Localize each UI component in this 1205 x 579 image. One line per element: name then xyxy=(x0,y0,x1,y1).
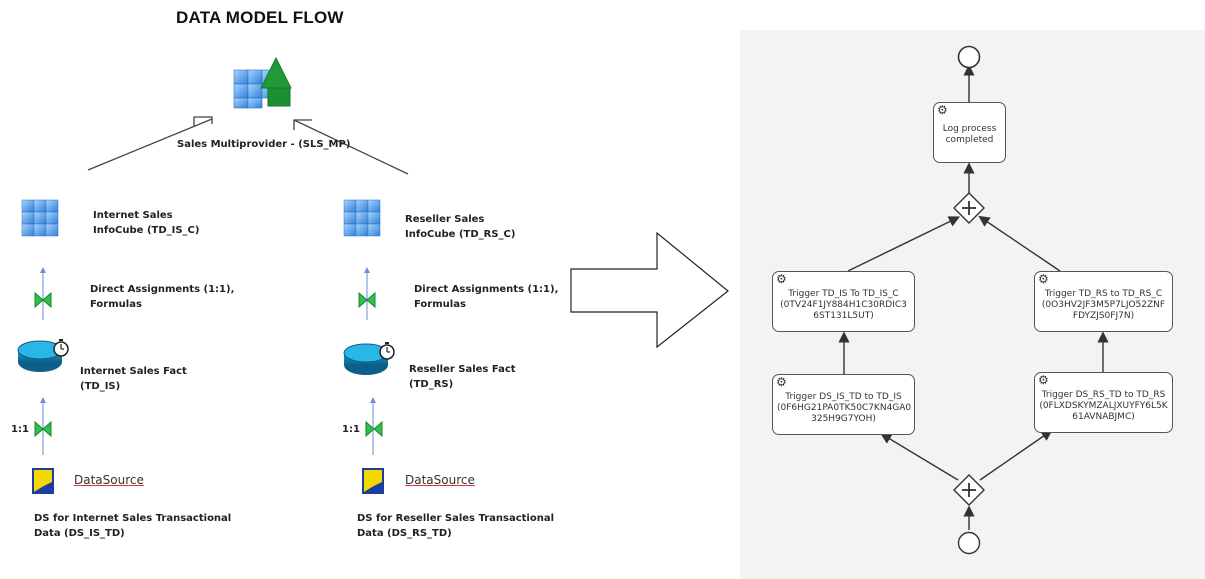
multiprovider-connectors xyxy=(87,116,409,175)
reseller-fact-label: Reseller Sales Fact (TD_RS) xyxy=(409,362,516,392)
task-trigger-ds-is[interactable]: ⚙ Trigger DS_IS_TD to TD_IS (0F6HG21PA0T… xyxy=(772,374,915,435)
start-event[interactable] xyxy=(957,531,981,555)
ratio-label: 1:1 xyxy=(11,424,29,435)
label-line: Formulas xyxy=(90,299,142,310)
multiprovider-label: Sales Multiprovider - (SLS_MP) xyxy=(177,139,351,150)
task-text: completed xyxy=(945,135,994,145)
reseller-ds-label: DS for Reseller Sales Transactional Data… xyxy=(357,511,554,541)
clock-icon xyxy=(379,342,395,360)
label-line: (TD_RS) xyxy=(409,379,454,390)
task-text: FDYZJS0FJ7N) xyxy=(1072,311,1135,321)
task-text: 325H9G7YOH) xyxy=(811,414,876,424)
gear-icon: ⚙ xyxy=(776,375,787,389)
task-text: Trigger DS_IS_TD to TD_IS xyxy=(785,392,902,402)
task-trigger-is-c[interactable]: ⚙ Trigger TD_IS To TD_IS_C (0TV24F1JY884… xyxy=(772,271,915,332)
transformation-icon xyxy=(358,291,376,309)
datasource-icon xyxy=(32,468,54,494)
ratio-label: 1:1 xyxy=(342,424,360,435)
label-line: Data (DS_RS_TD) xyxy=(357,528,452,539)
sequence-flow xyxy=(979,429,1053,481)
internet-fact-label: Internet Sales Fact (TD_IS) xyxy=(80,364,187,394)
label-line: Internet Sales Fact xyxy=(80,366,187,377)
gear-icon: ⚙ xyxy=(937,103,948,117)
datasource-link[interactable]: DataSource xyxy=(405,473,475,487)
task-text: 61AVNABJMC) xyxy=(1072,412,1135,422)
task-trigger-ds-rs[interactable]: ⚙ Trigger DS_RS_TD to TD_RS (0FLXDSKYMZA… xyxy=(1034,372,1173,433)
sequence-flow xyxy=(978,215,1061,272)
internet-ds-label: DS for Internet Sales Transactional Data… xyxy=(34,511,231,541)
transformation-icon xyxy=(34,291,52,309)
gear-icon: ⚙ xyxy=(1038,373,1049,387)
end-event[interactable] xyxy=(957,45,981,69)
infocube-icon xyxy=(21,199,59,237)
label-line: InfoCube (TD_IS_C) xyxy=(93,225,200,236)
datasource-icon xyxy=(362,468,384,494)
reseller-transform-label: Direct Assignments (1:1), Formulas xyxy=(414,282,558,312)
plus-gateway-icon[interactable] xyxy=(953,192,985,224)
label-line: DS for Reseller Sales Transactional xyxy=(357,513,555,524)
gear-icon: ⚙ xyxy=(1038,272,1049,286)
label-line: Direct Assignments (1:1), xyxy=(90,284,235,295)
task-text: Log process xyxy=(942,124,997,134)
reseller-cube-label: Reseller Sales InfoCube (TD_RS_C) xyxy=(405,212,515,242)
task-log-process[interactable]: ⚙ Log process completed xyxy=(933,102,1006,163)
label-line: Direct Assignments (1:1), xyxy=(414,284,559,295)
block-arrow-icon xyxy=(570,231,729,349)
dso-icon xyxy=(343,343,389,375)
task-text: Trigger TD_IS To TD_IS_C xyxy=(788,289,899,299)
task-text: (0FLXDSKYMZALJXUYFY6L5K xyxy=(1039,401,1168,411)
label-line: InfoCube (TD_RS_C) xyxy=(405,229,516,240)
label-line: Reseller Sales Fact xyxy=(409,364,516,375)
transformation-icon xyxy=(34,420,52,438)
task-text: Trigger DS_RS_TD to TD_RS xyxy=(1041,390,1166,400)
gear-icon: ⚙ xyxy=(776,272,787,286)
label-line: Reseller Sales xyxy=(405,214,485,225)
label-line: (TD_IS) xyxy=(80,381,121,392)
infocube-icon xyxy=(343,199,381,237)
plus-gateway-icon[interactable] xyxy=(953,474,985,506)
task-text: (0O3HV2JF3M5P7LJO52ZNF xyxy=(1041,300,1166,310)
internet-cube-label: Internet Sales InfoCube (TD_IS_C) xyxy=(93,208,199,238)
task-text: (0F6HG21PA0TK50C7KN4GA0 xyxy=(777,403,912,413)
datasource-link[interactable]: DataSource xyxy=(74,473,144,487)
page-title: DATA MODEL FLOW xyxy=(176,8,344,27)
task-text: (0TV24F1JY884H1C30RDIC3 xyxy=(780,300,907,310)
task-trigger-rs-c[interactable]: ⚙ Trigger TD_RS to TD_RS_C (0O3HV2JF3M5P… xyxy=(1034,271,1173,332)
task-text: 6ST131L5UT) xyxy=(813,311,874,321)
sequence-flow xyxy=(847,216,961,272)
task-text: Trigger TD_RS to TD_RS_C xyxy=(1044,289,1163,299)
label-line: DS for Internet Sales Transactional xyxy=(34,513,232,524)
clock-icon xyxy=(53,339,69,357)
label-line: Internet Sales xyxy=(93,210,173,221)
multiprovider-icon xyxy=(233,56,292,109)
label-line: Formulas xyxy=(414,299,466,310)
internet-transform-label: Direct Assignments (1:1), Formulas xyxy=(90,282,234,312)
transformation-icon xyxy=(365,420,383,438)
sequence-flow xyxy=(880,433,959,481)
label-line: Data (DS_IS_TD) xyxy=(34,528,125,539)
